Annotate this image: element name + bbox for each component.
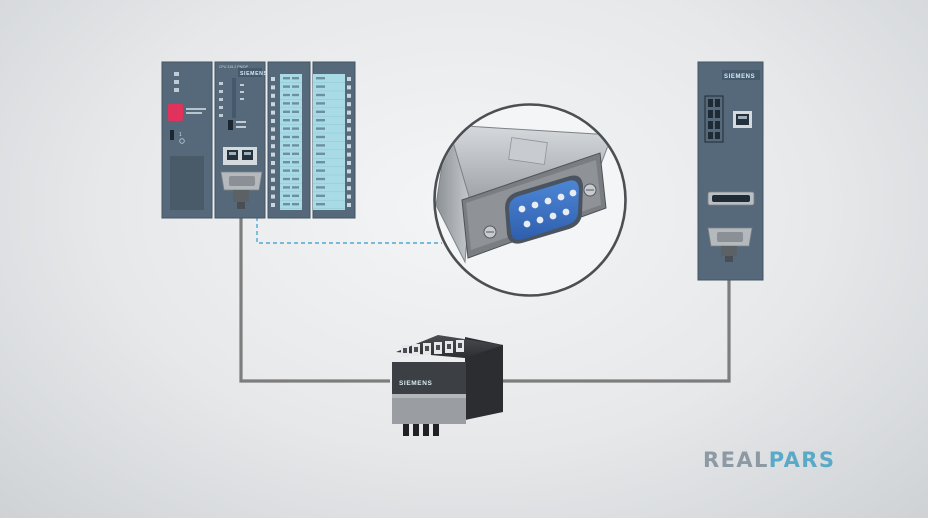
status-led bbox=[347, 177, 351, 182]
status-led bbox=[347, 85, 351, 90]
cable-plc-to-coupler bbox=[239, 208, 390, 383]
status-led bbox=[271, 85, 275, 90]
status-led bbox=[271, 135, 275, 140]
io-module-2 bbox=[312, 61, 356, 219]
status-led bbox=[347, 169, 351, 174]
realpars-logo: REALPARS bbox=[703, 447, 835, 473]
status-led bbox=[347, 110, 351, 115]
top-terminals-icon bbox=[401, 340, 464, 357]
svg-text:CPU 315-2 PN/DP: CPU 315-2 PN/DP bbox=[219, 65, 249, 69]
fuse-block-icon bbox=[704, 95, 724, 143]
rj45-port-icon bbox=[223, 147, 257, 165]
svg-text:1: 1 bbox=[179, 132, 182, 138]
status-led bbox=[347, 127, 351, 132]
status-led bbox=[271, 119, 275, 123]
logo-part-pars: PARS bbox=[768, 448, 836, 472]
status-led bbox=[347, 102, 351, 107]
status-led bbox=[271, 127, 275, 132]
bottom-terminals-icon bbox=[403, 424, 439, 436]
status-led bbox=[271, 203, 275, 207]
status-led bbox=[347, 135, 351, 140]
status-led bbox=[347, 161, 351, 165]
status-led bbox=[271, 194, 275, 199]
rj45-port-icon bbox=[733, 111, 752, 128]
db25-port-icon bbox=[707, 191, 755, 206]
db9-plug-device bbox=[707, 227, 753, 262]
cable-coupler-to-device bbox=[502, 258, 731, 383]
device-siemens-label: SIEMENS bbox=[724, 74, 755, 80]
status-led bbox=[347, 186, 351, 191]
coupler-siemens-label: SIEMENS bbox=[399, 380, 433, 387]
status-led bbox=[271, 93, 275, 98]
status-led bbox=[347, 119, 351, 123]
cpu-module: CPU 315-2 PN/DP SIEMENS bbox=[214, 61, 268, 219]
status-led bbox=[271, 169, 275, 174]
zoom-callout bbox=[433, 103, 627, 297]
status-led bbox=[347, 203, 351, 207]
logo-part-real: REAL bbox=[703, 448, 769, 472]
status-led bbox=[271, 102, 275, 107]
status-led bbox=[271, 152, 275, 157]
status-led bbox=[271, 110, 275, 115]
field-device: SIEMENS bbox=[697, 61, 764, 281]
power-supply-module: 1 bbox=[161, 61, 213, 219]
io-module-1 bbox=[267, 61, 311, 219]
cpu-siemens-label: SIEMENS bbox=[240, 71, 268, 77]
status-led bbox=[271, 177, 275, 182]
status-led bbox=[347, 144, 351, 149]
pins-icon bbox=[518, 189, 577, 228]
plc-rack: 1 CPU 315-2 PN/DP SIEMENS bbox=[161, 61, 356, 219]
status-led bbox=[271, 77, 275, 81]
network-coupler: SIEMENS bbox=[392, 335, 503, 436]
status-led bbox=[271, 144, 275, 149]
db9-plug-plc bbox=[220, 171, 263, 209]
db9-connector-icon bbox=[436, 106, 624, 294]
status-led bbox=[347, 77, 351, 81]
stop-led bbox=[168, 104, 183, 121]
status-led bbox=[347, 152, 351, 157]
status-led bbox=[347, 93, 351, 98]
status-led bbox=[271, 186, 275, 191]
status-led bbox=[271, 161, 275, 165]
status-led bbox=[347, 194, 351, 199]
